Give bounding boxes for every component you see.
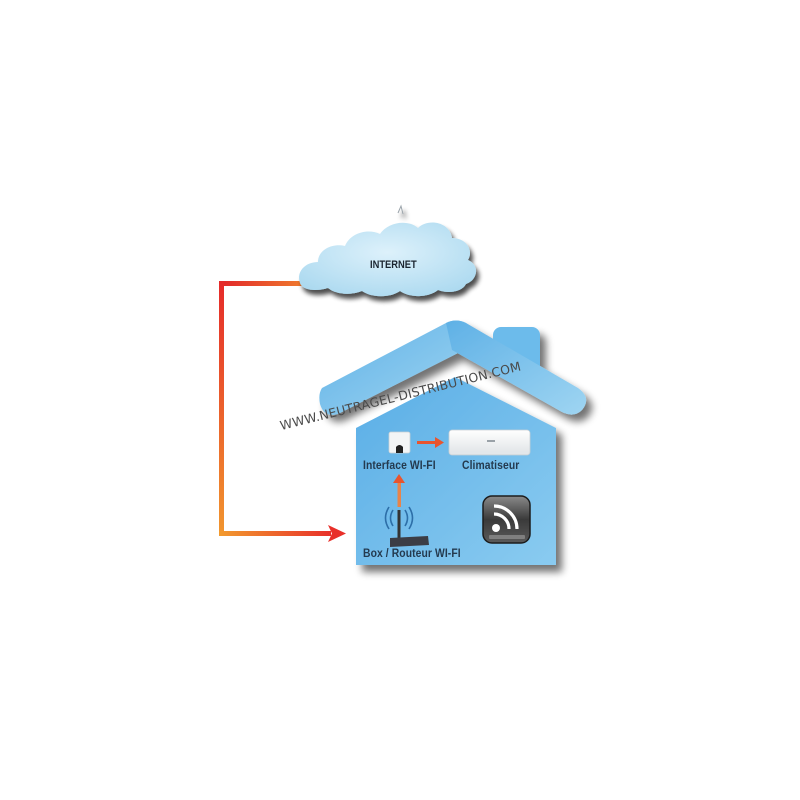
internet-cloud bbox=[299, 204, 477, 297]
arrow-head-icon bbox=[328, 525, 346, 542]
air-conditioner-icon bbox=[448, 429, 531, 456]
router-label: Box / Routeur WI-FI bbox=[363, 548, 461, 560]
house-roof bbox=[319, 320, 587, 415]
interface-wifi-label: Interface WI-FI bbox=[363, 460, 436, 472]
climatiseur-label: Climatiseur bbox=[462, 460, 520, 472]
wifi-router-icon bbox=[384, 506, 429, 547]
wifi-app-icon bbox=[482, 495, 531, 544]
arrow-interface-to-ac bbox=[417, 437, 444, 448]
internet-label: INTERNET bbox=[370, 259, 417, 271]
arrow-router-to-interface bbox=[393, 474, 405, 507]
wifi-module-icon bbox=[388, 431, 411, 454]
